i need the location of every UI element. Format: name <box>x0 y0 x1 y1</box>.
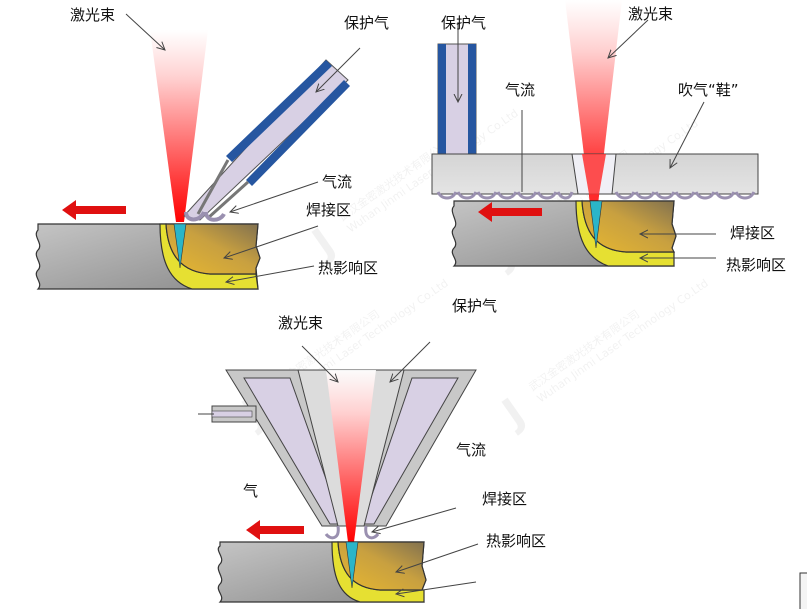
laser-beam <box>326 370 376 542</box>
gas-flow-bubbles <box>436 191 756 200</box>
label-gas-flow: 气流 <box>456 441 486 459</box>
watermark: J 武汉金密激光技术有限公司 Wuhan Jinmi Laser Technol… <box>492 277 711 438</box>
corner-frame-fragment <box>799 572 807 609</box>
label-haz: 热影响区 <box>726 256 786 274</box>
label-gas-partial: 气 <box>243 482 258 500</box>
panel-side-nozzle: J 武汉金密激光技术有限公司 Wuhan Jinmi Laser Technol… <box>35 6 521 290</box>
travel-direction-arrow <box>478 202 542 222</box>
label-gas-flow: 气流 <box>322 173 352 191</box>
panel-coaxial-nozzle: J 武汉金密激光技术有限公司 Wuhan Jinmi Laser Technol… <box>198 277 711 603</box>
side-gas-nozzle <box>183 59 350 221</box>
label-gas-shoe: 吹气“鞋” <box>678 81 739 99</box>
weld-zone <box>165 223 261 275</box>
label-laser-beam: 激光束 <box>278 314 323 332</box>
label-laser-beam: 激光束 <box>70 6 115 24</box>
gas-shoe <box>431 153 759 200</box>
keyhole <box>345 541 359 589</box>
label-gas-flow: 气流 <box>505 81 535 99</box>
label-weld-zone: 焊接区 <box>306 201 351 219</box>
travel-direction-arrow <box>246 520 304 540</box>
gas-flow-curls <box>324 525 380 540</box>
gas-flow-curls <box>184 211 226 222</box>
weld-zone <box>337 541 427 591</box>
vertical-gas-tube <box>437 43 477 155</box>
label-shielding-gas: 保护气 <box>344 14 389 32</box>
watermark-logo: J <box>492 390 533 438</box>
side-gas-inlet <box>198 405 257 423</box>
keyhole <box>173 223 187 269</box>
label-haz: 热影响区 <box>486 532 546 550</box>
label-laser-beam: 激光束 <box>628 5 673 23</box>
label-weld-zone: 焊接区 <box>730 224 775 242</box>
laser-beam <box>150 30 208 222</box>
watermark-cn: 武汉金密激光技术有限公司 <box>526 307 642 394</box>
label-haz: 热影响区 <box>318 259 378 277</box>
weld-zone <box>581 200 677 253</box>
label-shielding-gas: 保护气 <box>441 14 486 32</box>
watermark-en: Wuhan Jinmi Laser Technology Co.Ltd <box>535 277 711 406</box>
travel-direction-arrow <box>62 200 126 220</box>
label-shielding-gas: 保护气 <box>452 297 497 315</box>
keyhole <box>589 200 603 249</box>
label-weld-zone: 焊接区 <box>482 490 527 508</box>
